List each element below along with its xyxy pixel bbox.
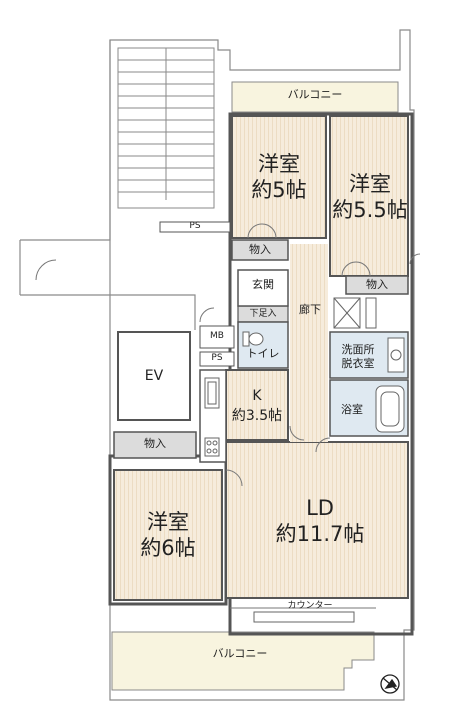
counter-label: カウンター	[287, 601, 333, 611]
room-western-5	[231, 115, 327, 239]
balcony-top	[231, 81, 399, 113]
western-room-5-size: 約5帖	[251, 178, 307, 202]
room-western-6	[113, 469, 223, 601]
washroom-label-2: 脱衣室	[341, 357, 375, 370]
washing-machine-icon	[333, 297, 361, 329]
toilet-icon	[242, 331, 264, 347]
bathroom-label: 浴室	[341, 403, 363, 416]
sink-icon	[387, 337, 405, 373]
room-western-5-5	[329, 115, 409, 277]
compass-north-icon	[380, 674, 400, 694]
storage-label-1: 物入	[249, 243, 271, 256]
western-room-6-size: 約6帖	[140, 536, 196, 560]
mb-label: MB	[210, 331, 224, 341]
hallway-label: 廊下	[299, 303, 321, 316]
elevator-label: EV	[144, 368, 164, 384]
ps-box-2	[159, 221, 231, 233]
balcony-top-label: バルコニー	[287, 88, 343, 101]
western-room-5-name: 洋室	[258, 152, 300, 176]
balcony-bottom	[111, 631, 375, 691]
mb-box	[199, 325, 235, 349]
washroom-shelf	[365, 297, 377, 329]
western-room-55-size: 約5.5帖	[332, 198, 408, 222]
balcony-bottom-label: バルコニー	[212, 647, 268, 660]
shoe-closet-label: 下足入	[249, 309, 277, 319]
kitchen-sink-icon	[204, 377, 220, 409]
doors	[35, 223, 421, 487]
storage-label-3: 物入	[144, 437, 166, 450]
bathtub-icon	[375, 385, 405, 433]
ps-label-1: PS	[211, 353, 223, 363]
counter	[253, 611, 355, 623]
ps-label-2: PS	[189, 221, 201, 231]
kitchen-size: 約3.5帖	[231, 408, 283, 424]
stove-icon	[204, 437, 220, 457]
entrance-area	[237, 269, 289, 307]
elevator	[117, 331, 191, 421]
washroom-label-1: 洗面所	[341, 343, 375, 356]
staircase	[117, 47, 215, 209]
western-room-6-name: 洋室	[147, 510, 189, 534]
storage-b	[345, 275, 409, 295]
storage-a	[231, 239, 289, 261]
entrance-label: 玄関	[252, 278, 274, 291]
room-hallway	[290, 244, 328, 442]
storage-label-2: 物入	[366, 278, 388, 291]
building-outline	[19, 29, 415, 701]
ps-box-1	[199, 351, 235, 367]
toilet-label: トイレ	[246, 347, 280, 360]
ld-name: LD	[306, 496, 334, 520]
ld-size: 約11.7帖	[275, 522, 365, 546]
western-room-55-name: 洋室	[349, 172, 391, 196]
storage-c	[113, 431, 197, 459]
room-ld	[225, 441, 409, 599]
kitchen-name: K	[252, 388, 262, 404]
room-kitchen	[225, 369, 289, 441]
